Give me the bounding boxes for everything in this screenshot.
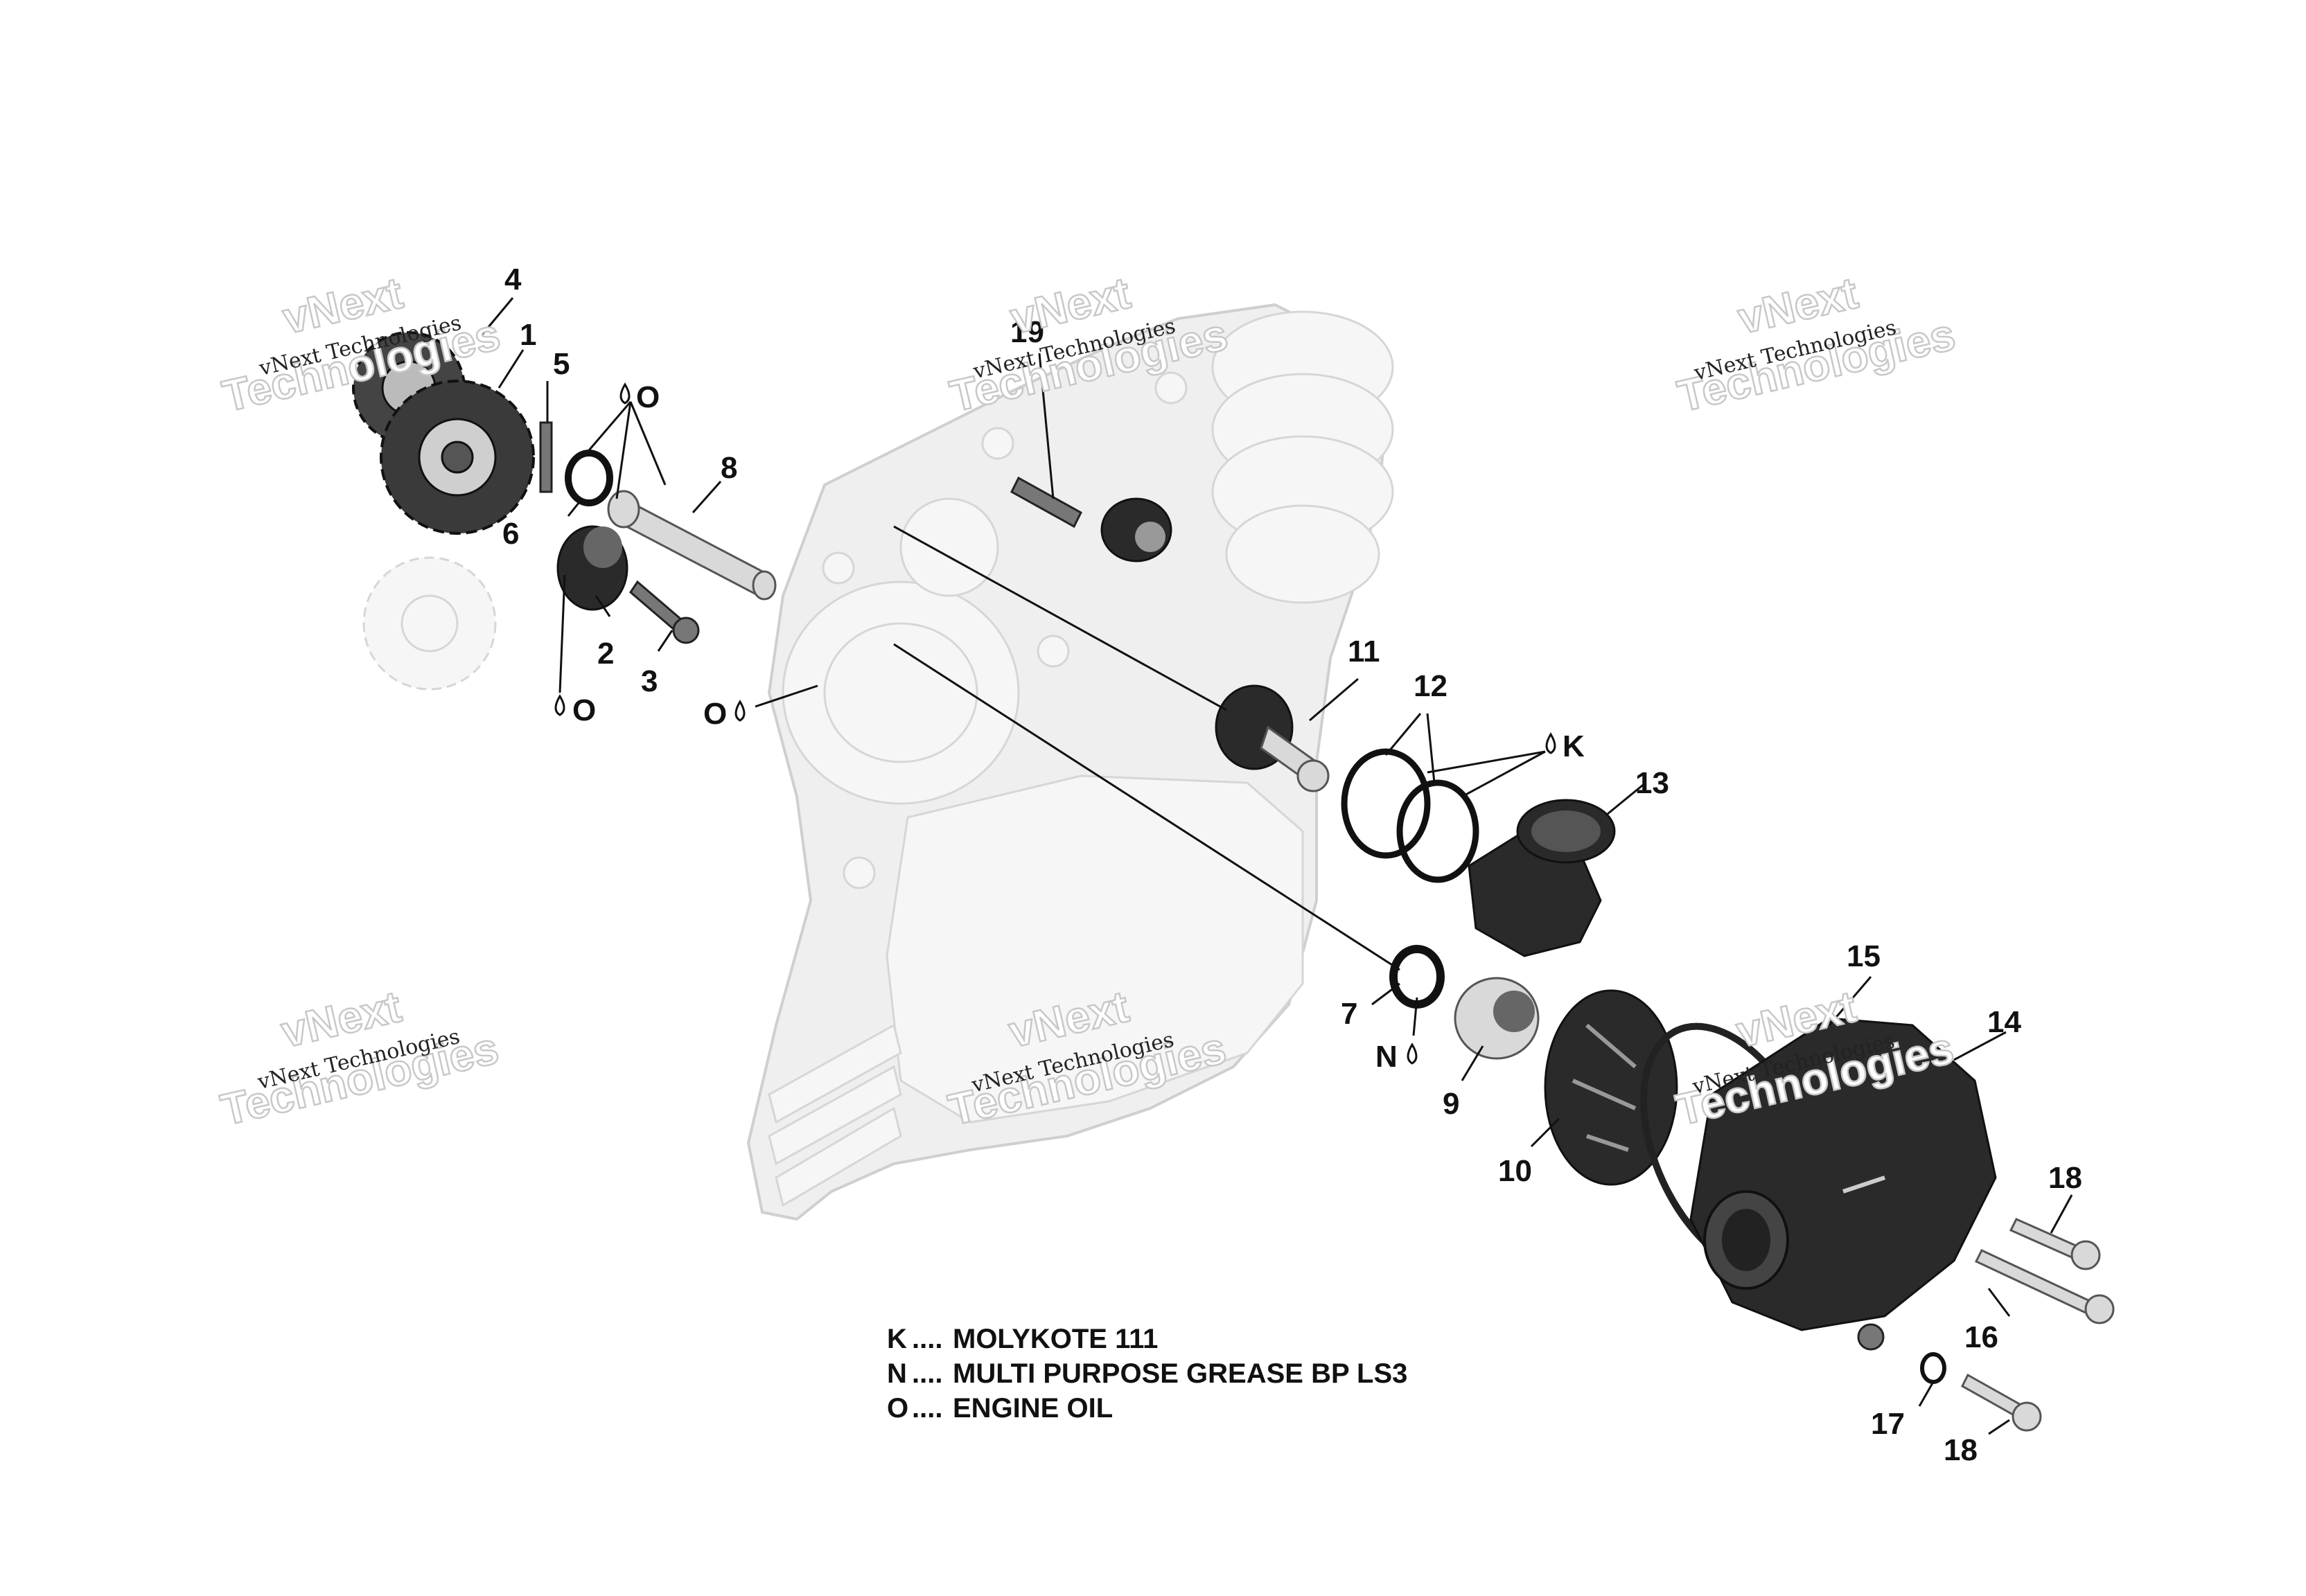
thermostat-11 <box>1215 684 1330 792</box>
callout-4: 4 <box>504 263 522 296</box>
svg-text:K: K <box>887 1324 907 1354</box>
bearing-9 <box>1454 977 1540 1060</box>
bolt-16 <box>1974 1249 2115 1324</box>
callout-3: 3 <box>641 664 658 698</box>
svg-text:....: .... <box>912 1393 942 1424</box>
svg-text:O: O <box>636 380 660 414</box>
svg-text:O: O <box>887 1393 908 1424</box>
lube-marker-o-gear-top: O <box>619 380 660 414</box>
pin-5 <box>539 421 553 493</box>
washer-17 <box>1920 1352 1946 1384</box>
callout-7: 7 <box>1341 997 1357 1031</box>
callout-5: 5 <box>553 347 570 381</box>
fitting-13 <box>1468 799 1616 957</box>
svg-text:MOLYKOTE 111: MOLYKOTE 111 <box>953 1324 1158 1354</box>
callout-8: 8 <box>721 451 737 485</box>
watermark-top-right: vNext Technologies vNext Technologies <box>1672 267 1960 422</box>
callout-16: 16 <box>1964 1320 1998 1354</box>
callout-12: 12 <box>1414 669 1447 703</box>
svg-text:MULTI PURPOSE GREASE BP LS3: MULTI PURPOSE GREASE BP LS3 <box>953 1358 1407 1389</box>
callout-labels: 4 1 5 6 2 3 8 19 11 12 13 7 9 10 15 14 1… <box>502 263 2082 1467</box>
seal-2 <box>556 525 628 611</box>
lube-marker-o-gear-bottom: O <box>554 693 596 727</box>
svg-text:....: .... <box>912 1324 942 1354</box>
lube-marker-k-rings: K <box>1545 729 1585 763</box>
callout-1: 1 <box>520 318 536 352</box>
svg-text:N: N <box>1375 1040 1398 1074</box>
gear-1 <box>380 380 535 535</box>
oil-drop-icon <box>734 700 746 722</box>
lube-marker-o-housing: O <box>703 697 746 731</box>
callout-19: 19 <box>1010 315 1044 349</box>
washer-6 <box>565 450 613 506</box>
svg-text:K: K <box>1563 729 1585 763</box>
callout-13: 13 <box>1635 766 1669 800</box>
callout-14: 14 <box>1987 1005 2021 1039</box>
svg-text:O: O <box>703 697 727 731</box>
svg-text:O: O <box>572 693 596 727</box>
svg-text:N: N <box>887 1358 907 1389</box>
lube-marker-n-seal: N <box>1375 1040 1418 1074</box>
grease-drop-icon <box>1545 732 1556 754</box>
callout-2: 2 <box>597 637 614 671</box>
bolt-18-upper <box>2009 1218 2101 1270</box>
leader-lines <box>477 297 2073 1435</box>
svg-text:ENGINE OIL: ENGINE OIL <box>953 1393 1113 1424</box>
sensor-19 <box>1010 476 1172 562</box>
oil-drop-icon <box>554 694 565 716</box>
legend-row-n: N .... MULTI PURPOSE GREASE BP LS3 <box>887 1358 1407 1389</box>
callout-15: 15 <box>1847 939 1881 973</box>
callout-10: 10 <box>1498 1154 1532 1188</box>
bolt-3 <box>629 580 700 644</box>
legend-row-o: O .... ENGINE OIL <box>887 1393 1113 1424</box>
callout-17: 17 <box>1871 1407 1905 1441</box>
seal-7 <box>1389 945 1445 1009</box>
pump-housing-14 <box>1689 1017 1997 1351</box>
lower-gear-ghost <box>362 556 497 691</box>
guide-line-upper <box>893 525 1227 711</box>
callout-18-upper: 18 <box>2048 1161 2082 1195</box>
impeller-10 <box>1544 989 1678 1186</box>
shaft-8 <box>607 490 777 601</box>
callout-9: 9 <box>1443 1087 1459 1121</box>
grease-drop-icon <box>1407 1043 1418 1065</box>
callout-11: 11 <box>1348 635 1380 668</box>
lubricant-legend: K .... MOLYKOTE 111 N .... MULTI PURPOSE… <box>887 1324 1407 1424</box>
callout-6: 6 <box>502 517 519 551</box>
legend-row-k: K .... MOLYKOTE 111 <box>887 1324 1158 1354</box>
bolt-18-lower <box>1961 1373 2042 1432</box>
oil-drop-icon <box>619 382 631 405</box>
o-rings-12 <box>1341 748 1479 883</box>
callout-18-lower: 18 <box>1944 1433 1978 1467</box>
lubricant-markers: O O O K N <box>554 380 1585 1074</box>
svg-text:....: .... <box>912 1358 942 1389</box>
guide-line-lower <box>893 643 1400 971</box>
watermark-bottom-left: vNext Technologies vNext Technologies <box>215 980 504 1135</box>
